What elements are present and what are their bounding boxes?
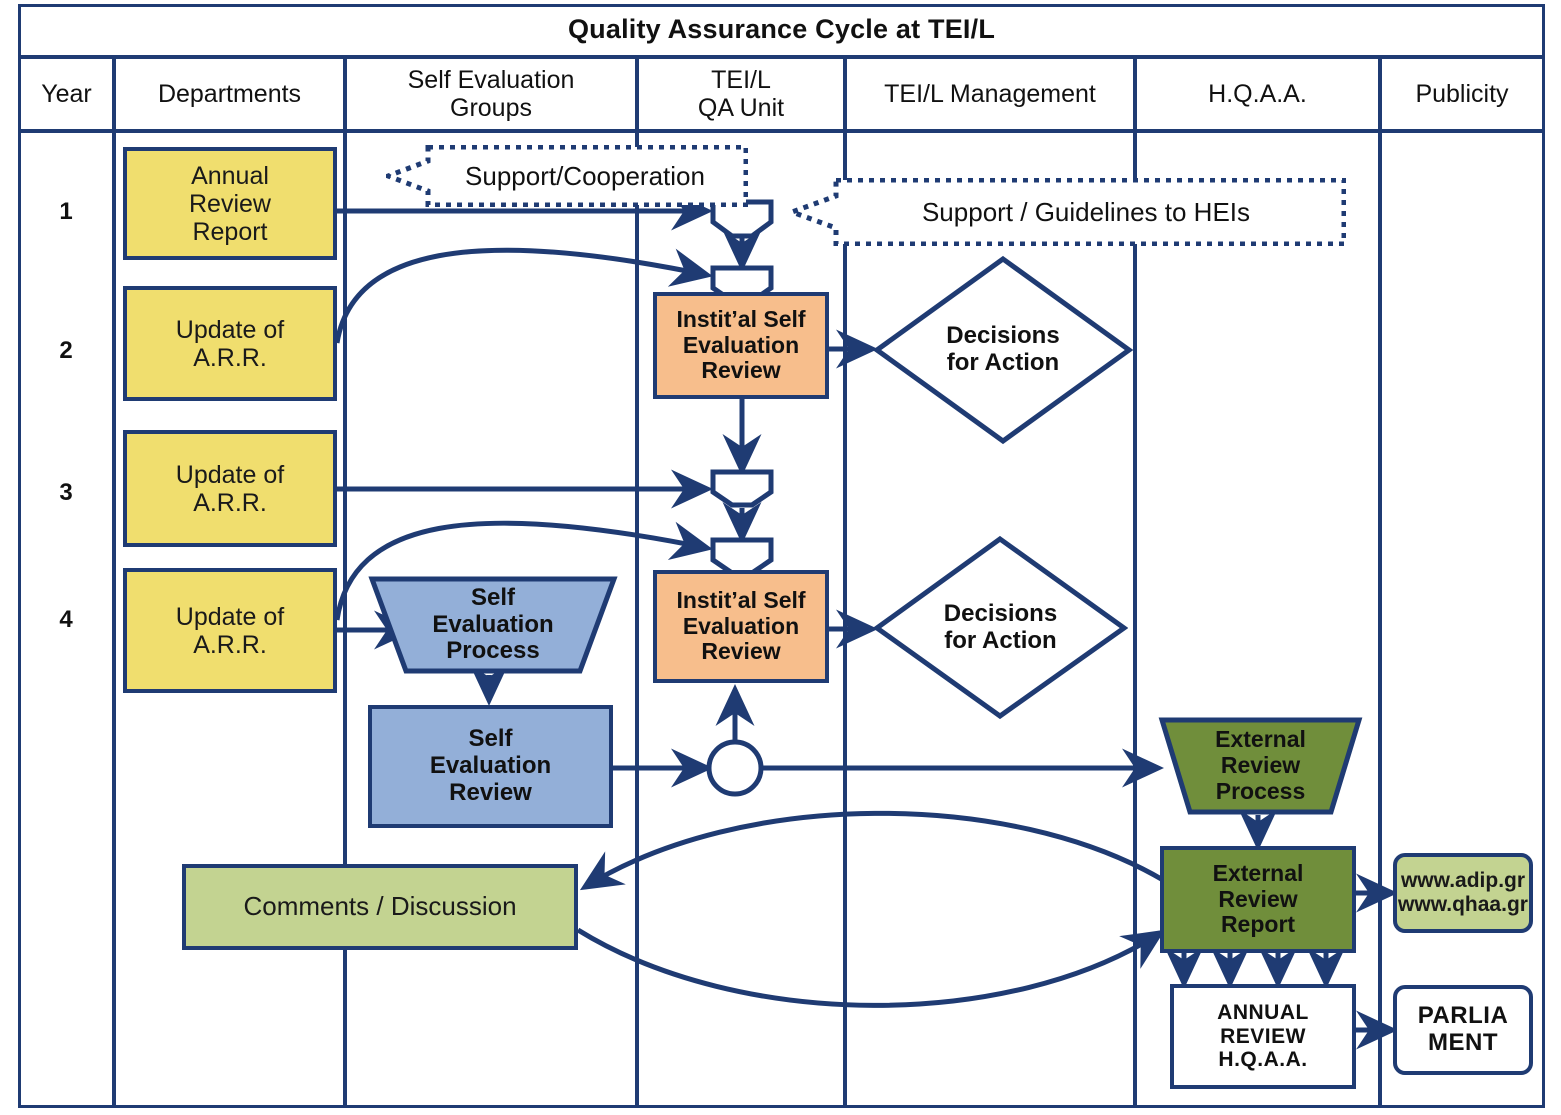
divider-body-1: [112, 133, 116, 1105]
iser1-line3: Review: [701, 357, 781, 384]
column-header-seg-line1: Self Evaluation: [407, 66, 575, 94]
outer-frame: [18, 4, 1545, 1108]
divider-head-4: [843, 59, 847, 129]
update-arr-2-line1: Update of: [175, 315, 285, 344]
node-decisions-for-action-2[interactable]: Decisions for Action: [873, 535, 1128, 720]
annotation-support-cooperation: Support/Cooperation: [380, 144, 749, 208]
self-eval-review-line2: Evaluation: [429, 752, 552, 780]
column-header-year-label: Year: [41, 80, 92, 108]
iser2-line3: Review: [701, 638, 781, 665]
website-qhaa-label: www.qhaa.gr: [1398, 893, 1528, 916]
annual-review-hqaa-line1: ANNUAL: [1217, 1001, 1309, 1025]
column-header-management-label: TEI/L Management: [884, 80, 1096, 108]
self-eval-process-line2: Evaluation: [432, 610, 554, 638]
divider-body-6: [1378, 133, 1382, 1105]
divider-head-5: [1133, 59, 1137, 129]
column-header-qa-line1: TEI/L: [711, 66, 771, 94]
node-self-evaluation-process[interactable]: Self Evaluation Process: [368, 575, 618, 675]
self-eval-process-line3: Process: [446, 637, 540, 665]
divider-body-3: [635, 133, 639, 1105]
annual-review-report-line3: Report: [192, 217, 268, 246]
node-parliament[interactable]: PARLIA MENT: [1393, 985, 1533, 1075]
ext-review-report-line3: Report: [1220, 911, 1296, 938]
year-label-1: 1: [59, 198, 73, 225]
parliament-line2: MENT: [1428, 1029, 1498, 1056]
year-label-4: 4: [59, 606, 73, 633]
decisions-1-line2: for Action: [946, 349, 1060, 376]
annual-review-report-line2: Review: [189, 189, 271, 218]
ext-review-process-line1: External: [1215, 726, 1306, 753]
self-eval-review-line3: Review: [449, 778, 532, 806]
node-update-of-arr-year2[interactable]: Update of A.R.R.: [123, 286, 337, 401]
node-self-evaluation-review[interactable]: Self Evaluation Review: [368, 705, 613, 828]
title-divider: [18, 55, 1545, 59]
column-header-tei-l-qa-unit: TEI/L QA Unit: [639, 59, 843, 129]
column-header-hqaa: H.Q.A.A.: [1137, 59, 1378, 129]
column-header-qa-line2: QA Unit: [697, 94, 785, 122]
column-header-publicity: Publicity: [1382, 59, 1542, 129]
divider-body-2: [343, 133, 347, 1105]
column-header-publicity-label: Publicity: [1415, 80, 1509, 108]
ext-review-report-line1: External: [1212, 859, 1304, 886]
annual-review-hqaa-line3: H.Q.A.A.: [1218, 1048, 1308, 1072]
iser1-line1: Instit’al Self: [676, 305, 806, 332]
node-annual-review-hqaa[interactable]: ANNUAL REVIEW H.Q.A.A.: [1170, 984, 1356, 1089]
update-arr-3-line2: A.R.R.: [193, 488, 267, 517]
year-label-2: 2: [59, 337, 73, 364]
node-annual-review-report[interactable]: Annual Review Report: [123, 147, 337, 260]
annotation-support-guidelines: Support / Guidelines to HEIs: [784, 177, 1347, 247]
node-external-review-report[interactable]: External Review Report: [1160, 846, 1356, 953]
support-guidelines-label: Support / Guidelines to HEIs: [921, 196, 1251, 227]
update-arr-3-line1: Update of: [175, 460, 285, 489]
column-header-hqaa-label: H.Q.A.A.: [1208, 80, 1307, 108]
website-adip-label: www.adip.gr: [1400, 869, 1526, 893]
divider-head-2: [343, 59, 347, 129]
iser2-line1: Instit’al Self: [676, 586, 806, 613]
ext-review-process-line2: Review: [1220, 752, 1301, 779]
iser2-line2: Evaluation: [682, 612, 800, 639]
parliament-line1: PARLIA: [1417, 1002, 1509, 1030]
iser1-line2: Evaluation: [682, 331, 800, 358]
self-eval-process-line1: Self: [470, 583, 515, 611]
divider-head-3: [635, 59, 639, 129]
divider-head-1: [112, 59, 116, 129]
update-arr-4-line2: A.R.R.: [193, 630, 267, 659]
node-institutional-self-evaluation-review-2[interactable]: Instit’al Self Evaluation Review: [653, 570, 829, 683]
support-cooperation-label: Support/Cooperation: [465, 160, 705, 191]
node-decisions-for-action-1[interactable]: Decisions for Action: [873, 255, 1133, 445]
ext-review-report-line2: Review: [1218, 885, 1298, 912]
ext-review-process-line3: Process: [1215, 777, 1306, 804]
self-eval-review-line1: Self: [468, 725, 513, 753]
header-divider: [18, 129, 1545, 133]
divider-head-6: [1378, 59, 1382, 129]
decisions-2-line2: for Action: [944, 626, 1057, 654]
update-arr-2-line2: A.R.R.: [193, 343, 267, 372]
column-header-tei-l-management: TEI/L Management: [847, 59, 1133, 129]
node-institutional-self-evaluation-review-1[interactable]: Instit’al Self Evaluation Review: [653, 292, 829, 399]
column-header-departments-label: Departments: [157, 80, 302, 108]
node-update-of-arr-year3[interactable]: Update of A.R.R.: [123, 430, 337, 547]
decisions-1-line1: Decisions: [946, 322, 1060, 350]
annual-review-report-line1: Annual: [191, 161, 269, 190]
column-header-year: Year: [21, 59, 112, 129]
node-websites[interactable]: www.adip.gr www.qhaa.gr: [1393, 853, 1533, 933]
divider-body-4: [843, 133, 847, 1105]
node-update-of-arr-year4[interactable]: Update of A.R.R.: [123, 568, 337, 693]
node-comments-discussion[interactable]: Comments / Discussion: [182, 864, 578, 950]
annual-review-hqaa-line2: REVIEW: [1220, 1024, 1306, 1048]
column-header-departments: Departments: [116, 59, 343, 129]
page-title: Quality Assurance Cycle at TEI/L: [567, 14, 996, 44]
node-external-review-process[interactable]: External Review Process: [1158, 716, 1363, 816]
diagram-title-bar: Quality Assurance Cycle at TEI/L: [18, 4, 1545, 55]
column-header-seg-line2: Groups: [450, 94, 532, 122]
year-label-3: 3: [59, 479, 73, 506]
decisions-2-line1: Decisions: [943, 599, 1058, 627]
column-header-self-evaluation-groups: Self Evaluation Groups: [347, 59, 635, 129]
update-arr-4-line1: Update of: [175, 602, 285, 631]
divider-body-5: [1133, 133, 1137, 1105]
comments-discussion-label: Comments / Discussion: [243, 891, 517, 922]
